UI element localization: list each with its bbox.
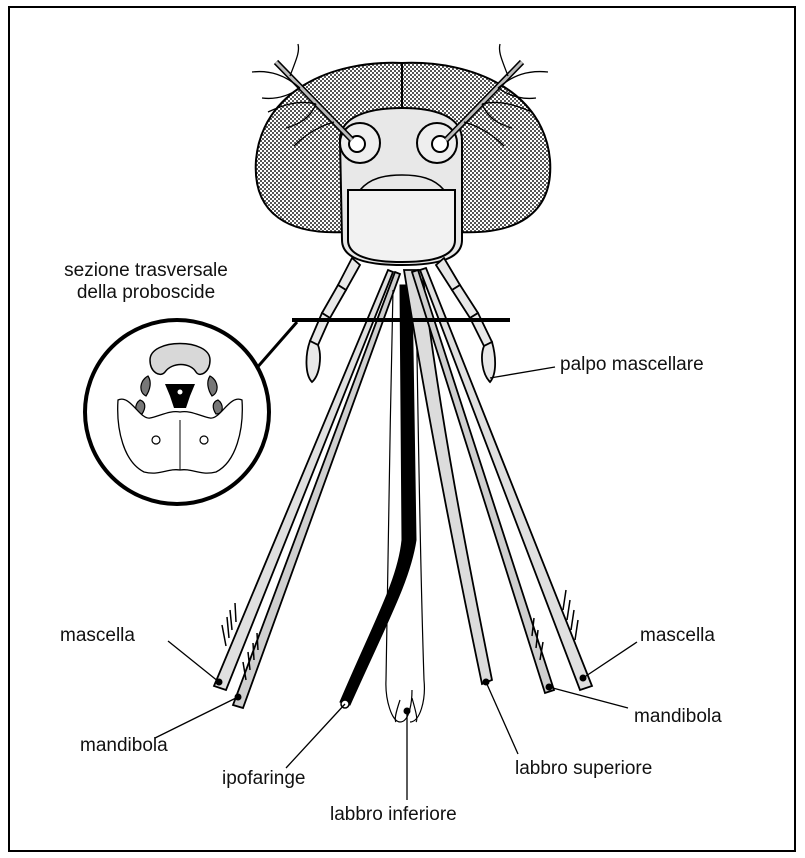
clypeus — [348, 190, 455, 262]
label-mascella-left: mascella — [60, 625, 135, 647]
label-ipofaringe: ipofaringe — [222, 768, 305, 790]
hypopharynx — [340, 285, 416, 705]
label-palpo-mascellare: palpo mascellare — [560, 354, 704, 376]
label-cross-section-title: sezione trasversale della proboscide — [30, 260, 262, 304]
label-mandibola-left: mandibola — [80, 735, 168, 757]
antenna-socket-right — [417, 123, 457, 163]
cross-section-inset — [85, 320, 269, 504]
leader-mandibola-right — [549, 687, 628, 708]
leader-labbro-superiore — [486, 682, 518, 754]
label-mascella-right: mascella — [640, 625, 715, 647]
label-cross-section-line2: della proboscide — [30, 282, 262, 304]
leader-palpo — [490, 367, 555, 378]
leader-mandibola-left — [155, 697, 238, 738]
leader-ipofaringe — [286, 704, 345, 768]
label-cross-section-line1: sezione trasversale — [30, 260, 262, 282]
label-labbro-superiore: labbro superiore — [515, 758, 652, 780]
antenna-socket-left — [340, 123, 380, 163]
leader-mascella-right — [583, 642, 637, 678]
label-labbro-inferiore: labbro inferiore — [330, 804, 457, 826]
leader-mascella-left — [168, 641, 219, 682]
label-mandibola-right: mandibola — [634, 706, 722, 728]
